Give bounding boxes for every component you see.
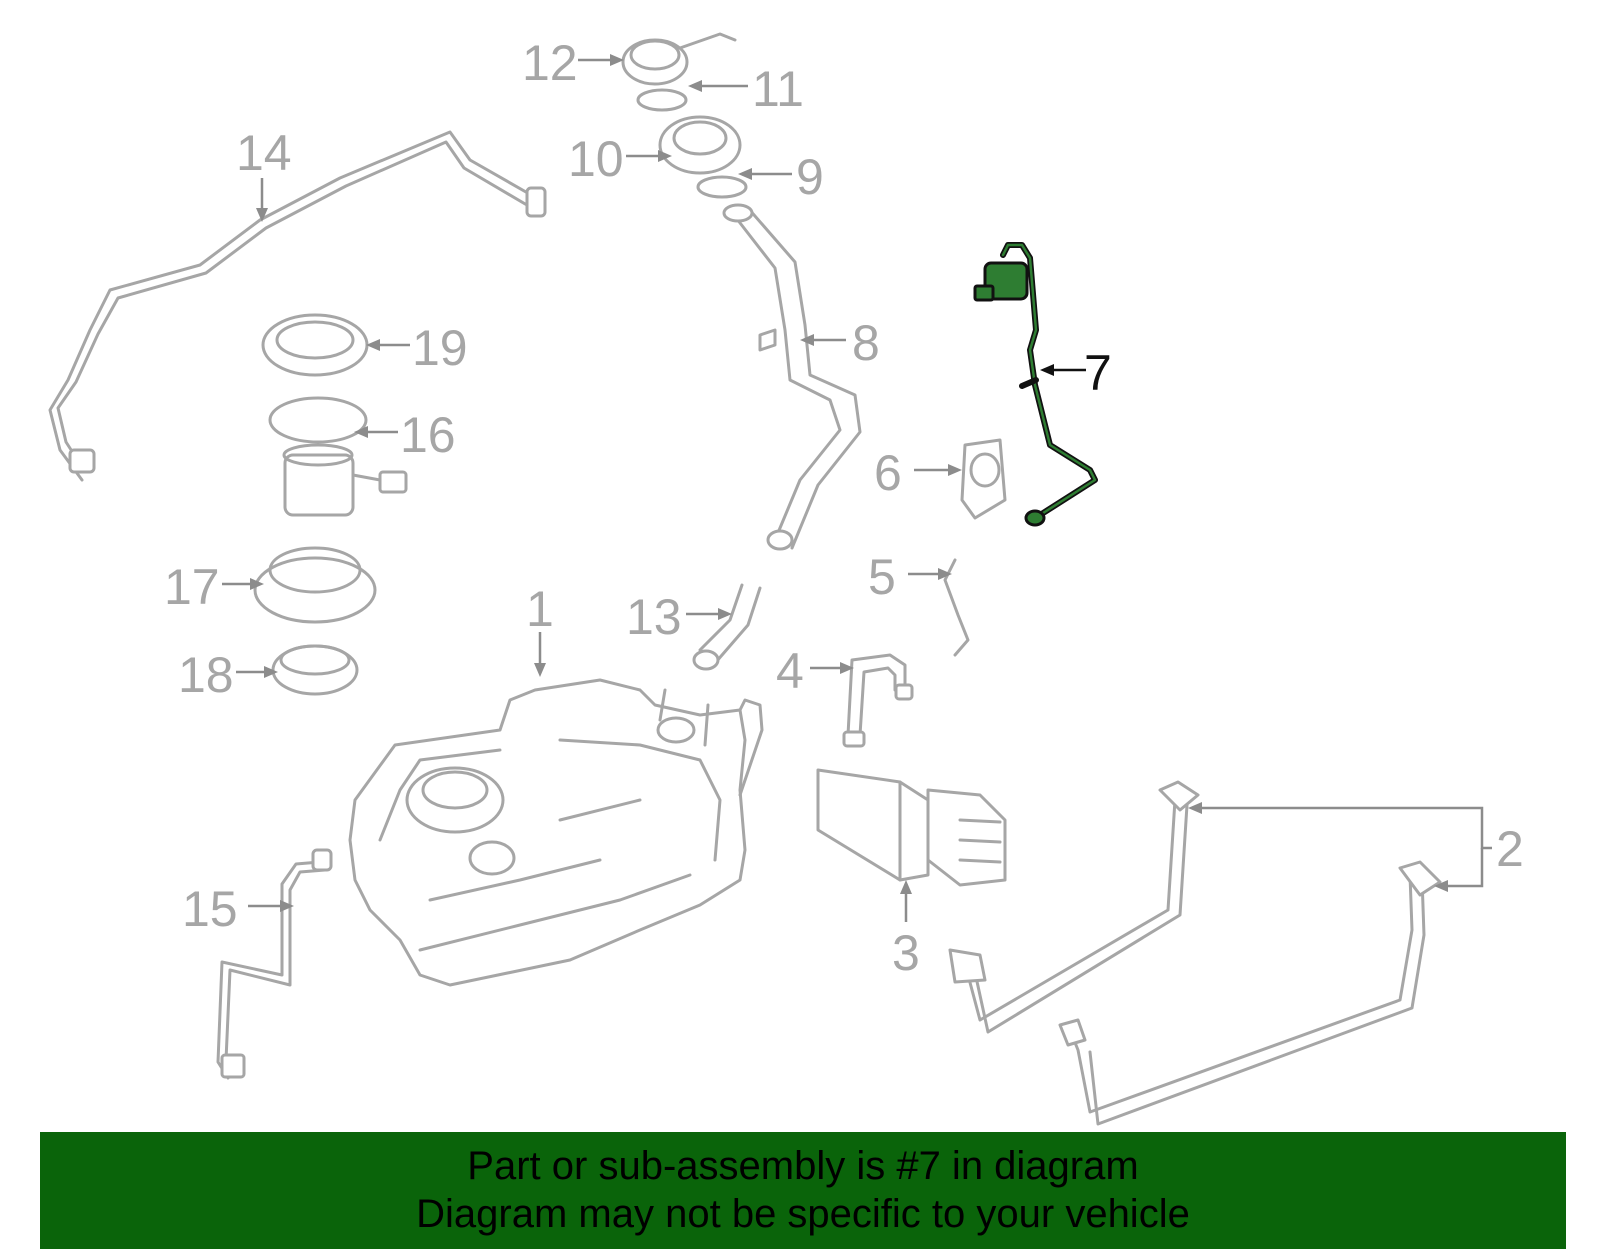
part-16-fuel-pump[interactable] <box>268 396 408 517</box>
part-15-tube[interactable] <box>216 848 333 1080</box>
banner-line-disclaimer: Diagram may not be specific to your vehi… <box>416 1192 1190 1236</box>
callout-16: 16 <box>400 407 456 463</box>
part-17-pump-flange[interactable] <box>253 546 377 624</box>
part-4-tube[interactable] <box>842 653 914 748</box>
part-13-hose[interactable] <box>698 583 762 664</box>
part-11-o-ring[interactable] <box>636 88 688 112</box>
callout-9: 9 <box>796 149 824 205</box>
part-7-vapor-line-highlighted[interactable] <box>973 242 1098 527</box>
callout-1: 1 <box>526 581 554 637</box>
part-2-tank-straps[interactable] <box>948 780 1442 1126</box>
callout-17: 17 <box>164 559 220 615</box>
callout-7-highlighted: 7 <box>1084 345 1112 401</box>
part-6-valve[interactable] <box>960 438 1007 520</box>
callout-12: 12 <box>522 35 578 91</box>
callout-3: 3 <box>892 925 920 981</box>
callout-2: 2 <box>1496 821 1524 877</box>
callout-5: 5 <box>868 549 896 605</box>
part-14-fuel-line[interactable] <box>48 130 547 482</box>
callout-15: 15 <box>182 881 238 937</box>
part-3-canister[interactable] <box>816 768 1007 887</box>
banner-line-part-number: Part or sub-assembly is #7 in diagram <box>467 1144 1139 1188</box>
leader-lines <box>222 54 1492 922</box>
callout-11: 11 <box>752 61 804 117</box>
part-8-filler-pipe[interactable] <box>722 203 862 551</box>
callout-6: 6 <box>874 445 902 501</box>
part-9-o-ring[interactable] <box>696 175 748 199</box>
callout-8: 8 <box>852 315 880 371</box>
part-10-filler-seal[interactable] <box>658 115 742 175</box>
part-19-lock-ring[interactable] <box>261 313 369 377</box>
callout-13: 13 <box>626 589 682 645</box>
callout-4: 4 <box>776 643 804 699</box>
part-1-fuel-tank[interactable] <box>348 678 764 987</box>
callout-19: 19 <box>412 320 468 376</box>
info-banner: Part or sub-assembly is #7 in diagram Di… <box>40 1132 1566 1249</box>
part-18-gasket[interactable] <box>271 644 359 696</box>
callout-10: 10 <box>568 131 624 187</box>
callout-18: 18 <box>178 647 234 703</box>
callout-14: 14 <box>236 125 292 181</box>
part-12-fuel-cap[interactable] <box>621 32 737 86</box>
callout-labels: 12 11 10 9 14 8 19 16 6 5 17 13 1 4 18 3… <box>164 35 1524 981</box>
